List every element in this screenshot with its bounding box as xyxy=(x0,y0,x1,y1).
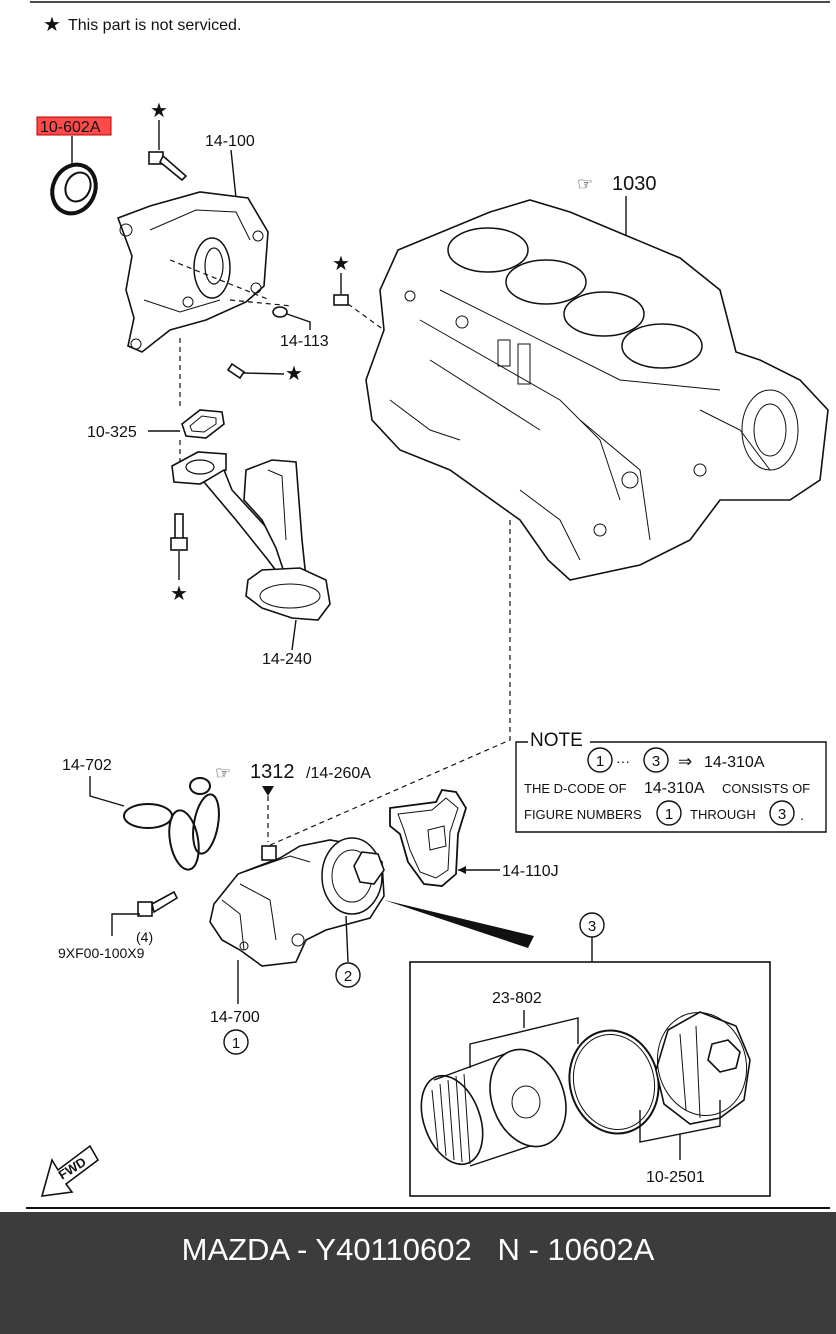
gasket-10-325[interactable] xyxy=(181,409,225,439)
detail-box xyxy=(409,961,771,1197)
alignment-line xyxy=(229,299,293,307)
note-line3-start: FIGURE NUMBERS xyxy=(524,807,642,822)
note-line3-period: . xyxy=(800,807,804,823)
label-9xf00-qty: (4) xyxy=(136,929,153,945)
note-code: 14-310A xyxy=(704,754,765,771)
note-line3-mid: THROUGH xyxy=(690,807,756,822)
leader-circle-2 xyxy=(345,915,349,963)
filter-cap-10-2501[interactable] xyxy=(646,1002,758,1125)
circled-number: 1 xyxy=(665,806,673,823)
label-23-802[interactable]: 23-802 xyxy=(492,990,542,1007)
dowel-pin-block[interactable] xyxy=(333,294,349,306)
note-title: NOTE xyxy=(530,730,583,751)
o-rings-14-702[interactable] xyxy=(123,777,223,872)
circled-number: 3 xyxy=(652,753,660,770)
arrow-head xyxy=(458,866,466,874)
detail-pointer xyxy=(384,900,534,948)
bolt-9xf00-100x9[interactable] xyxy=(137,890,179,917)
label-14-100[interactable]: 14-100 xyxy=(205,133,255,150)
bracket-23-802 xyxy=(469,1010,579,1068)
star-icon: ★ xyxy=(150,100,168,122)
note-arrow: ⇒ xyxy=(678,752,692,771)
note-line2-start: THE D-CODE OF xyxy=(524,781,627,796)
circled-number-1 xyxy=(223,1029,249,1055)
leader-14-100 xyxy=(230,149,237,199)
dowel-pin[interactable] xyxy=(226,362,246,380)
oil-pump-14-100[interactable] xyxy=(116,191,269,353)
star-icon: ★ xyxy=(43,14,61,36)
alignment-line-long xyxy=(267,520,511,847)
circled-number: 1 xyxy=(596,753,604,770)
label-10-2501[interactable]: 10-2501 xyxy=(646,1169,705,1186)
label-14-700[interactable]: 14-700 xyxy=(210,1009,260,1026)
label-10-325[interactable]: 10-325 xyxy=(87,424,137,441)
bolt-oil-pump[interactable] xyxy=(148,151,188,182)
label-1030[interactable]: 1030 xyxy=(612,173,657,195)
o-ring-14-113[interactable] xyxy=(272,306,288,318)
note-line2-code: 14-310A xyxy=(644,780,705,797)
circled-number-2 xyxy=(335,962,361,988)
note-ellipsis: ··· xyxy=(616,753,630,769)
bolt-strainer[interactable] xyxy=(170,513,188,551)
circled-number: 2 xyxy=(344,968,352,985)
star-icon: ★ xyxy=(170,583,188,605)
label-1312[interactable]: 1312 xyxy=(250,761,295,783)
note-line2-end: CONSISTS OF xyxy=(722,781,810,796)
filter-element-23-802[interactable] xyxy=(410,1039,579,1173)
arrow-head xyxy=(262,786,274,796)
alignment-line xyxy=(347,303,385,331)
footer-part-number: MAZDA - Y40110602 N - 10602A xyxy=(181,1232,655,1267)
oil-strainer-14-240[interactable] xyxy=(171,451,331,621)
label-10-602a[interactable]: 10-602A xyxy=(40,119,101,136)
forward-arrow-icon: FWD xyxy=(40,1144,100,1197)
leader-dowel-pin xyxy=(243,372,285,375)
label-14-240[interactable]: 14-240 xyxy=(262,651,312,668)
circled-number: 3 xyxy=(588,918,596,935)
o-ring-filter[interactable] xyxy=(558,1020,670,1143)
reference-hand-icon: ☞ xyxy=(577,174,593,194)
oil-seal-10-602a[interactable] xyxy=(44,157,103,220)
circled-number: 1 xyxy=(232,1035,240,1052)
label-14-260a[interactable]: /14-260A xyxy=(306,765,371,782)
label-14-110j[interactable]: 14-110J xyxy=(502,863,559,880)
reference-hand-icon: ☞ xyxy=(215,763,231,783)
label-9xf00-100x9[interactable]: 9XF00-100X9 xyxy=(58,945,145,961)
star-icon: ★ xyxy=(332,253,350,275)
highlight-box xyxy=(36,116,112,136)
circled-number: 3 xyxy=(778,806,786,823)
star-icon: ★ xyxy=(285,363,303,385)
cylinder-block-1030[interactable] xyxy=(365,199,829,581)
parts-diagram: ★ This part is not serviced. 10-602A ★ 1… xyxy=(26,1,830,1209)
not-serviced-note: This part is not serviced. xyxy=(68,17,241,34)
gasket-14-110j[interactable] xyxy=(389,789,467,887)
footer-bar: MAZDA - Y40110602 N - 10602A xyxy=(0,1212,836,1334)
label-14-113[interactable]: 14-113 xyxy=(280,333,329,350)
leader-14-240 xyxy=(291,619,297,651)
note-box: NOTE 1 ··· 3 ⇒ 14-310A THE D-CODE OF 14-… xyxy=(515,730,827,833)
leader-14-113 xyxy=(286,313,311,330)
label-14-702[interactable]: 14-702 xyxy=(62,757,112,774)
bracket-10-2501 xyxy=(639,1100,721,1160)
leader-9xf00 xyxy=(111,913,140,936)
leader-14-702 xyxy=(89,776,125,807)
oil-filter-housing-14-700[interactable] xyxy=(209,837,385,967)
